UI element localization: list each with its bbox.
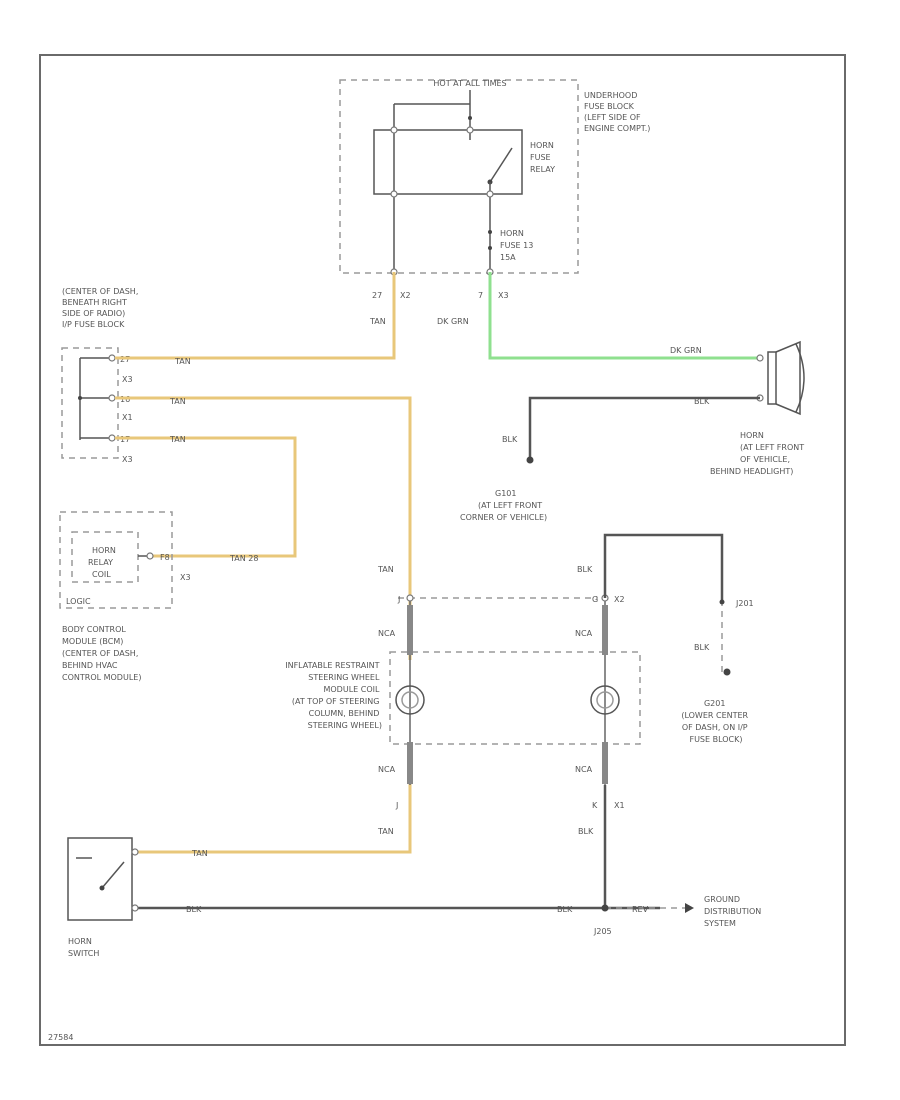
diagram-frame [39, 54, 846, 1046]
ground-dist-name: GROUND DISTRIBUTION SYSTEM [704, 895, 764, 928]
tan-wires: TAN TAN TAN TAN TAN 28 TAN TAN TAN [115, 272, 412, 858]
horn-switch-icon [101, 861, 125, 889]
ip-conn-x3-b: X3 [122, 455, 133, 464]
horn-fuse-label: HORN FUSE 13 15A [500, 229, 536, 262]
horn-name: HORN (AT LEFT FRONT OF VEHICLE, BEHIND H… [710, 431, 807, 476]
coil-pin-k-bottom: K [592, 801, 598, 810]
fuse-block-name: UNDERHOOD FUSE BLOCK (LEFT SIDE OF ENGIN… [584, 91, 650, 133]
coil-pin-j-top: J [397, 595, 400, 604]
ip-fuse-block-outline [61, 347, 119, 459]
horn-relay-label: HORN FUSE RELAY [530, 141, 556, 174]
green-wire: DK GRN DK GRN [437, 272, 760, 360]
coil-outline [389, 651, 641, 745]
footer-code: 27584 [48, 1033, 73, 1042]
tan-label-4: TAN [169, 435, 186, 444]
tan-label-6: TAN [377, 827, 394, 836]
g101-name: G101 (AT LEFT FRONT CORNER OF VEHICLE) [460, 489, 547, 522]
horn-ground-wire: BLK BLK G101 (AT LEFT FRONT CORNER OF VE… [460, 396, 760, 522]
tan-28-label: TAN 28 [229, 554, 258, 563]
body-control-module: HORN RELAY COIL F8 X3 LOGIC BODY CONTROL… [59, 511, 191, 682]
steering-wheel-coil: J G X2 NCA NCA NCA NCA J K X1 INFLATABLE… [285, 594, 641, 810]
blk-label-switch: BLK [186, 905, 202, 914]
blk-label-j205: BLK [557, 905, 573, 914]
fuse-block-outline [339, 79, 579, 274]
tan-label-2: TAN [174, 357, 191, 366]
tan-label-5: TAN [377, 565, 394, 574]
ip-fuse-block-name: (CENTER OF DASH, BENEATH RIGHT SIDE OF R… [62, 287, 141, 329]
g201-name: G201 (LOWER CENTER OF DASH, ON I/P FUSE … [681, 699, 750, 744]
ip-conn-x1: X1 [122, 413, 133, 422]
coil-pin-g-top: G [592, 595, 598, 604]
nca-label-1: NCA [378, 629, 396, 638]
g101-ground-icon [526, 456, 534, 464]
horn-component: HORN (AT LEFT FRONT OF VEHICLE, BEHIND H… [710, 340, 807, 476]
ip-conn-x3-a: X3 [122, 375, 133, 384]
fuse-pin-7: 7 [478, 291, 483, 300]
bcm-pin-f8: F8 [160, 553, 170, 562]
blk-label-top-right: BLK [577, 565, 593, 574]
tan-wire-fuse-to-ip [115, 272, 396, 360]
bcm-name: BODY CONTROL MODULE (BCM) (CENTER OF DAS… [62, 625, 141, 682]
nca-label-4: NCA [575, 765, 593, 774]
j205-splice [601, 904, 609, 912]
j205-label: J205 [593, 927, 612, 936]
blk-wire-to-j201 [603, 533, 724, 600]
horn-fuse-icon [488, 230, 492, 234]
g201-ground-icon [723, 668, 731, 676]
ground-dist-arrow-icon [685, 903, 694, 913]
fuse-conn-x3: X3 [498, 291, 509, 300]
tan-wire-ip-to-bcm [115, 436, 297, 558]
coil-pin-j-bottom: J [395, 801, 398, 810]
coil-left-icon [395, 685, 425, 715]
tan-label-7: TAN [191, 849, 208, 858]
tan-wire-ip-to-coil [115, 396, 412, 660]
coil-name: INFLATABLE RESTRAINT STEERING WHEEL MODU… [285, 661, 382, 730]
j201-splice [719, 599, 725, 605]
tan-label-1: TAN [369, 317, 386, 326]
horn-switch-name: HORN SWITCH [68, 937, 99, 958]
hot-at-all-times-label: HOT AT ALL TIMES [433, 79, 506, 88]
horn-switch: HORN SWITCH [67, 837, 139, 958]
dk-grn-label-1: DK GRN [437, 317, 469, 326]
coil-right-icon [590, 685, 620, 715]
blk-label-g201: BLK [694, 643, 710, 652]
horn-relay-box [373, 129, 523, 195]
ground-wires: J201 BLK BLK G201 (LOWER CENTER OF DASH,… [135, 533, 764, 936]
rev-label: REV [632, 905, 649, 914]
dk-grn-label-2: DK GRN [670, 346, 702, 355]
coil-conn-x1: X1 [614, 801, 625, 810]
bcm-logic-label: LOGIC [66, 597, 91, 606]
bcm-outline [59, 511, 173, 609]
horn-icon [767, 351, 777, 405]
blk-label-coil-bottom: BLK [578, 827, 594, 836]
fuse-pin-27: 27 [372, 291, 382, 300]
coil-conn-x2: X2 [614, 595, 625, 604]
tan-wire-coil-to-switch [135, 775, 412, 854]
nca-label-3: NCA [378, 765, 396, 774]
underhood-fuse-block: HOT AT ALL TIMES UNDERHOOD FUSE BLOCK (L… [339, 79, 650, 300]
horn-relay-coil-label: HORN RELAY COIL [88, 546, 118, 579]
blk-label-g101: BLK [502, 435, 518, 444]
horn-relay-coil-box [71, 531, 139, 583]
horn-switch-box [67, 837, 133, 921]
bcm-conn-x3: X3 [180, 573, 191, 582]
blk-label-horn: BLK [694, 397, 710, 406]
j201-label: J201 [735, 599, 754, 608]
dk-grn-wire [488, 272, 760, 360]
nca-label-2: NCA [575, 629, 593, 638]
tan-label-3: TAN [169, 397, 186, 406]
relay-contact-switch [489, 147, 513, 183]
fuse-conn-x2: X2 [400, 291, 411, 300]
